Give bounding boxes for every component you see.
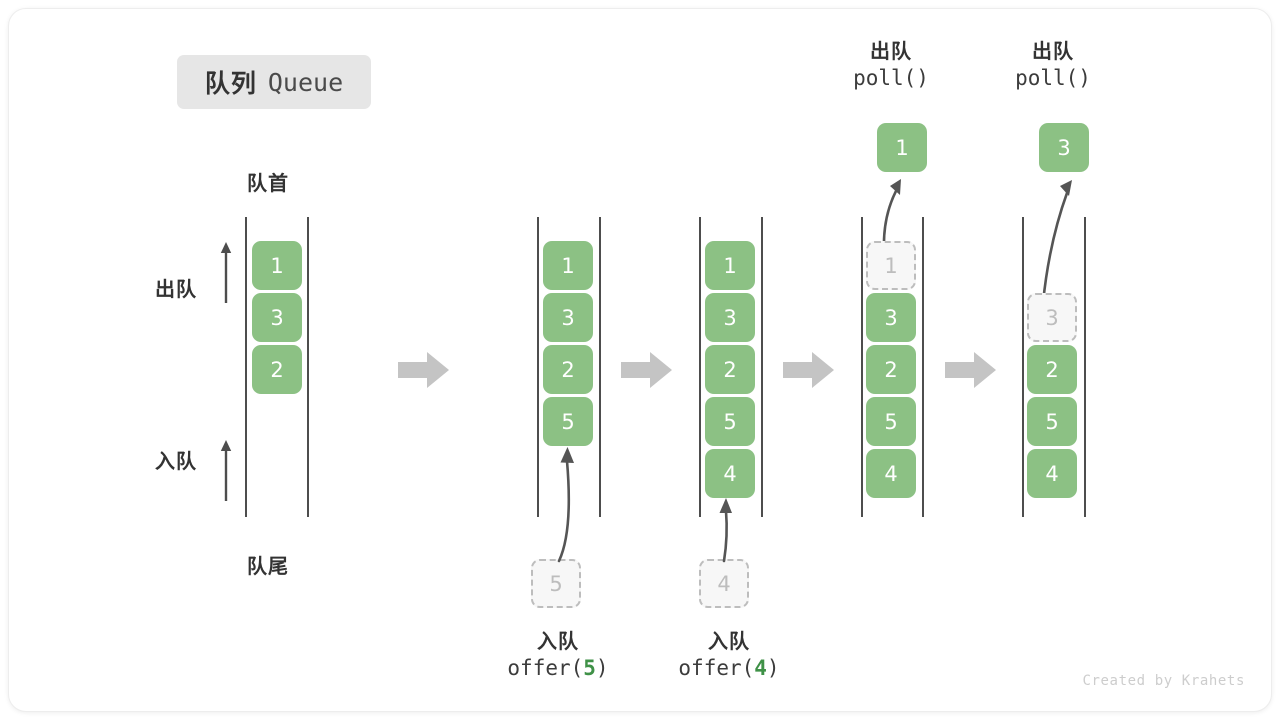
queue-rail-right-1 — [307, 217, 309, 517]
queue-rail-right-3 — [761, 217, 763, 517]
offer5-caption-code: offer(5) — [507, 656, 609, 681]
queue-box: 3 — [252, 293, 302, 342]
queue-rail-right-4 — [922, 217, 924, 517]
incoming-ghost-box-5: 5 — [531, 559, 581, 608]
queue-box: 2 — [252, 345, 302, 394]
poll1-caption-code: poll() — [853, 66, 929, 91]
queue-box: 3 — [866, 293, 916, 342]
dequeue-side-label: 出队 — [155, 279, 197, 301]
queue-rail-left-2 — [537, 217, 539, 517]
title-en: Queue — [267, 67, 344, 97]
queue-box: 3 — [543, 293, 593, 342]
queue-box: 5 — [543, 397, 593, 446]
queue-box: 1 — [543, 241, 593, 290]
offer4-insert-arrow-icon — [719, 498, 732, 563]
queue-box: 2 — [1027, 345, 1077, 394]
queue-rail-left-5 — [1022, 217, 1024, 517]
queue-box: 3 — [705, 293, 755, 342]
queue-box: 4 — [705, 449, 755, 498]
popped-box-1: 1 — [877, 123, 927, 172]
queue-tail-label: 队尾 — [247, 556, 289, 578]
poll2-caption-cn: 出队 — [1032, 41, 1074, 63]
enqueue-direction-arrow-icon — [220, 440, 232, 501]
poll1-caption: 出队 poll() — [791, 39, 991, 93]
queue-box: 3 — [1027, 293, 1077, 342]
queue-box: 2 — [543, 345, 593, 394]
poll2-caption: 出队 poll() — [953, 39, 1153, 93]
watermark: Created by Krahets — [1082, 673, 1245, 689]
step-arrow-icon-4 — [945, 352, 996, 388]
offer4-caption: 入队 offer(4) — [629, 629, 829, 683]
incoming-ghost-box-4: 4 — [699, 559, 749, 608]
queue-box: 5 — [705, 397, 755, 446]
queue-rail-left-1 — [245, 217, 247, 517]
queue-box: 1 — [252, 241, 302, 290]
queue-head-label: 队首 — [247, 173, 289, 195]
poll2-caption-code: poll() — [1015, 66, 1091, 91]
title-cn: 队列 — [204, 70, 257, 98]
diagram-title-badge: 队列 Queue — [177, 55, 371, 109]
step-arrow-icon-1 — [398, 352, 449, 388]
queue-box: 4 — [866, 449, 916, 498]
popped-box-3: 3 — [1039, 123, 1089, 172]
step-arrow-icon-3 — [783, 352, 834, 388]
queue-box: 5 — [1027, 397, 1077, 446]
queue-box: 2 — [705, 345, 755, 394]
poll2-remove-arrow-icon — [1041, 180, 1072, 305]
queue-box: 1 — [705, 241, 755, 290]
queue-rail-left-4 — [861, 217, 863, 517]
dequeue-direction-arrow-icon — [220, 242, 232, 303]
queue-box: 4 — [1027, 449, 1077, 498]
queue-box: 2 — [866, 345, 916, 394]
queue-box: 1 — [866, 241, 916, 290]
queue-rail-right-2 — [599, 217, 601, 517]
queue-rail-left-3 — [699, 217, 701, 517]
offer5-caption: 入队 offer(5) — [458, 629, 658, 683]
offer4-caption-cn: 入队 — [708, 631, 750, 653]
offer5-caption-cn: 入队 — [537, 631, 579, 653]
offer4-caption-code: offer(4) — [678, 656, 780, 681]
queue-box: 5 — [866, 397, 916, 446]
step-arrow-icon-2 — [621, 352, 672, 388]
queue-rail-right-5 — [1084, 217, 1086, 517]
offer5-insert-arrow-icon — [557, 447, 574, 563]
poll1-caption-cn: 出队 — [870, 41, 912, 63]
enqueue-side-label: 入队 — [155, 451, 197, 473]
diagram-card: 队列 Queue 队首 队尾 出队 入队 1 3 2 1 3 2 5 5 入队 … — [8, 8, 1272, 712]
